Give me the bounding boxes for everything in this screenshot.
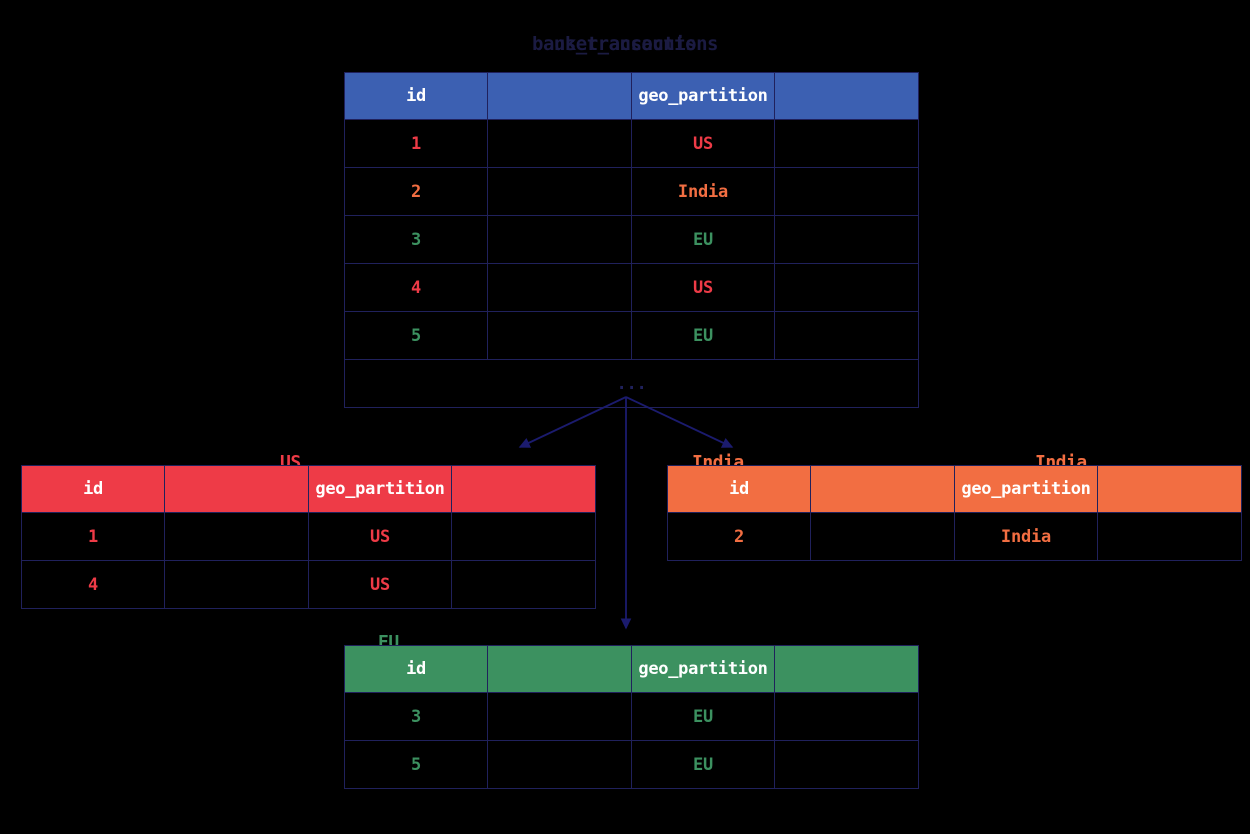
column-header-blank-1[interactable] — [810, 465, 955, 513]
cell-geo-partition: EU — [631, 740, 775, 789]
cell-id: 5 — [344, 740, 488, 789]
cell-geo-partition: EU — [631, 692, 775, 741]
cell-geo-partition: EU — [631, 215, 775, 264]
cell-id: 3 — [344, 692, 488, 741]
column-header-blank-1[interactable] — [164, 465, 309, 513]
cell-id: 1 — [21, 512, 165, 561]
cell-geo-partition: US — [308, 560, 452, 609]
cell-id: 4 — [21, 560, 165, 609]
cell-blank-2 — [774, 167, 919, 216]
cell-blank-1 — [164, 512, 309, 561]
cell-geo-partition: India — [631, 167, 775, 216]
cell-blank-1 — [487, 215, 632, 264]
partition-table-us[interactable]: id geo_partition 1 US 4 US — [21, 465, 596, 609]
cell-blank-1 — [487, 119, 632, 168]
column-header-blank-1[interactable] — [487, 72, 632, 120]
source-table-title-stack: user_accounts bank_transactions — [0, 33, 1250, 63]
cell-blank-1 — [487, 740, 632, 789]
overflow-ellipsis: ... — [344, 359, 919, 408]
cell-geo-partition: India — [954, 512, 1098, 561]
table-row[interactable]: 4 US — [21, 560, 596, 609]
table-row[interactable]: 3 EU — [344, 215, 919, 264]
partition-table-india[interactable]: id geo_partition 2 India — [667, 465, 1242, 561]
column-header-id[interactable]: id — [21, 465, 165, 513]
table-row[interactable]: 3 EU — [344, 692, 919, 741]
table-row[interactable]: 1 US — [344, 119, 919, 168]
partition-table-eu[interactable]: id geo_partition 3 EU 5 EU — [344, 645, 919, 789]
cell-geo-partition: EU — [631, 311, 775, 360]
column-header-geo-partition[interactable]: geo_partition — [308, 465, 452, 513]
column-header-blank-2[interactable] — [774, 645, 919, 693]
table-header-row: id geo_partition — [344, 72, 919, 120]
cell-blank-2 — [774, 215, 919, 264]
source-table[interactable]: id geo_partition 1 US 2 India 3 EU 4 — [344, 72, 919, 408]
table-row[interactable]: 5 EU — [344, 311, 919, 360]
cell-id: 5 — [344, 311, 488, 360]
table-header-row: id geo_partition — [667, 465, 1242, 513]
cell-blank-1 — [164, 560, 309, 609]
column-header-geo-partition[interactable]: geo_partition — [631, 645, 775, 693]
cell-id: 3 — [344, 215, 488, 264]
cell-blank-2 — [774, 740, 919, 789]
cell-geo-partition: US — [631, 263, 775, 312]
column-header-blank-2[interactable] — [774, 72, 919, 120]
table-row[interactable]: 4 US — [344, 263, 919, 312]
cell-blank-1 — [487, 263, 632, 312]
cell-blank-2 — [451, 512, 596, 561]
cell-blank-1 — [810, 512, 955, 561]
table-row-overflow: ... — [344, 359, 919, 408]
column-header-blank-2[interactable] — [451, 465, 596, 513]
table-header-row: id geo_partition — [21, 465, 596, 513]
column-header-id[interactable]: id — [344, 645, 488, 693]
source-table-title: bank_transactions — [532, 33, 718, 55]
cell-id: 2 — [344, 167, 488, 216]
cell-blank-1 — [487, 167, 632, 216]
table-header-row: id geo_partition — [344, 645, 919, 693]
table-row[interactable]: 2 India — [667, 512, 1242, 561]
cell-geo-partition: US — [631, 119, 775, 168]
table-row[interactable]: 1 US — [21, 512, 596, 561]
cell-id: 1 — [344, 119, 488, 168]
column-header-blank-2[interactable] — [1097, 465, 1242, 513]
cell-blank-1 — [487, 311, 632, 360]
cell-geo-partition: US — [308, 512, 452, 561]
cell-blank-2 — [774, 263, 919, 312]
cell-id: 4 — [344, 263, 488, 312]
cell-blank-2 — [774, 692, 919, 741]
table-row[interactable]: 2 India — [344, 167, 919, 216]
column-header-id[interactable]: id — [667, 465, 811, 513]
table-row[interactable]: 5 EU — [344, 740, 919, 789]
cell-id: 2 — [667, 512, 811, 561]
column-header-id[interactable]: id — [344, 72, 488, 120]
column-header-blank-1[interactable] — [487, 645, 632, 693]
column-header-geo-partition[interactable]: geo_partition — [631, 72, 775, 120]
source-table-title-overlay: user_accounts — [553, 33, 697, 55]
cell-blank-2 — [451, 560, 596, 609]
cell-blank-1 — [487, 692, 632, 741]
cell-blank-2 — [774, 311, 919, 360]
cell-blank-2 — [1097, 512, 1242, 561]
cell-blank-2 — [774, 119, 919, 168]
column-header-geo-partition[interactable]: geo_partition — [954, 465, 1098, 513]
